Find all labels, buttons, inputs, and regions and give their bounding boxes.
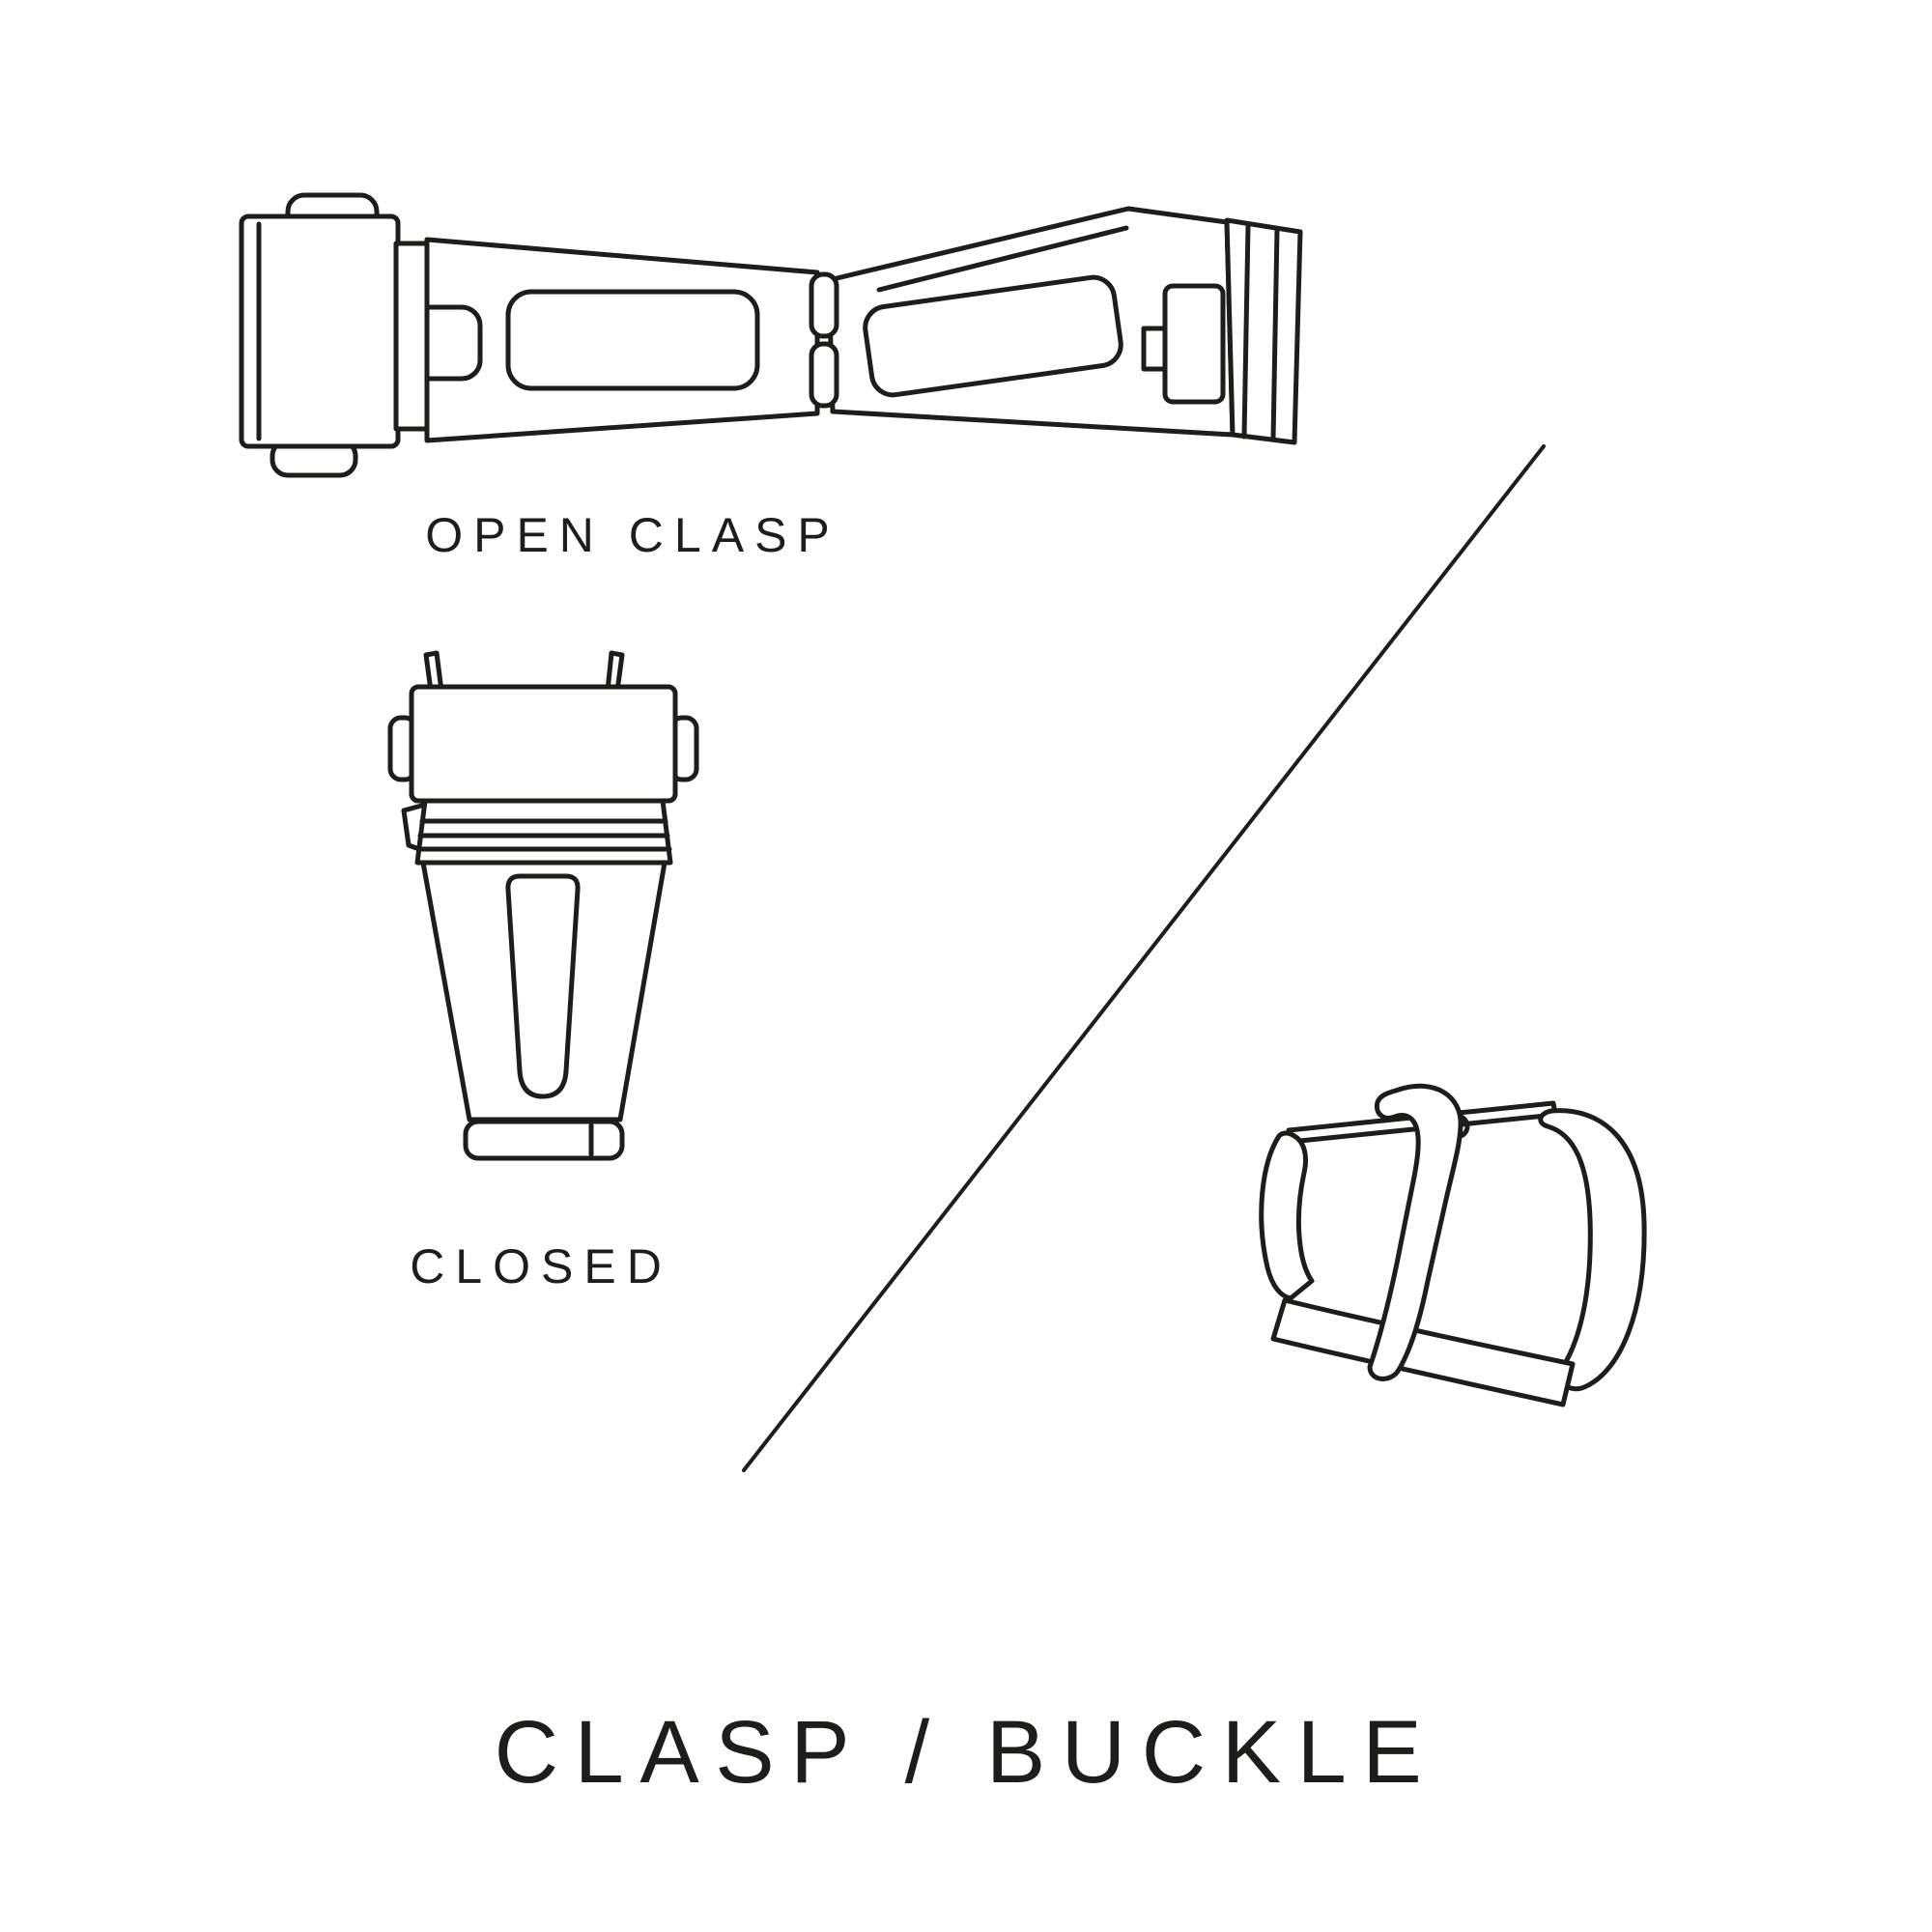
open-clasp-label: OPEN CLASP (425, 508, 840, 562)
closed-label: CLOSED (410, 1239, 672, 1293)
page-title: CLASP / BUCKLE (494, 1703, 1438, 1802)
buckle-illustration (1259, 1083, 1647, 1407)
diagonal-divider-line (742, 444, 1546, 1472)
open-clasp-illustration (239, 192, 1303, 478)
closed-clasp-illustration (387, 650, 699, 1161)
